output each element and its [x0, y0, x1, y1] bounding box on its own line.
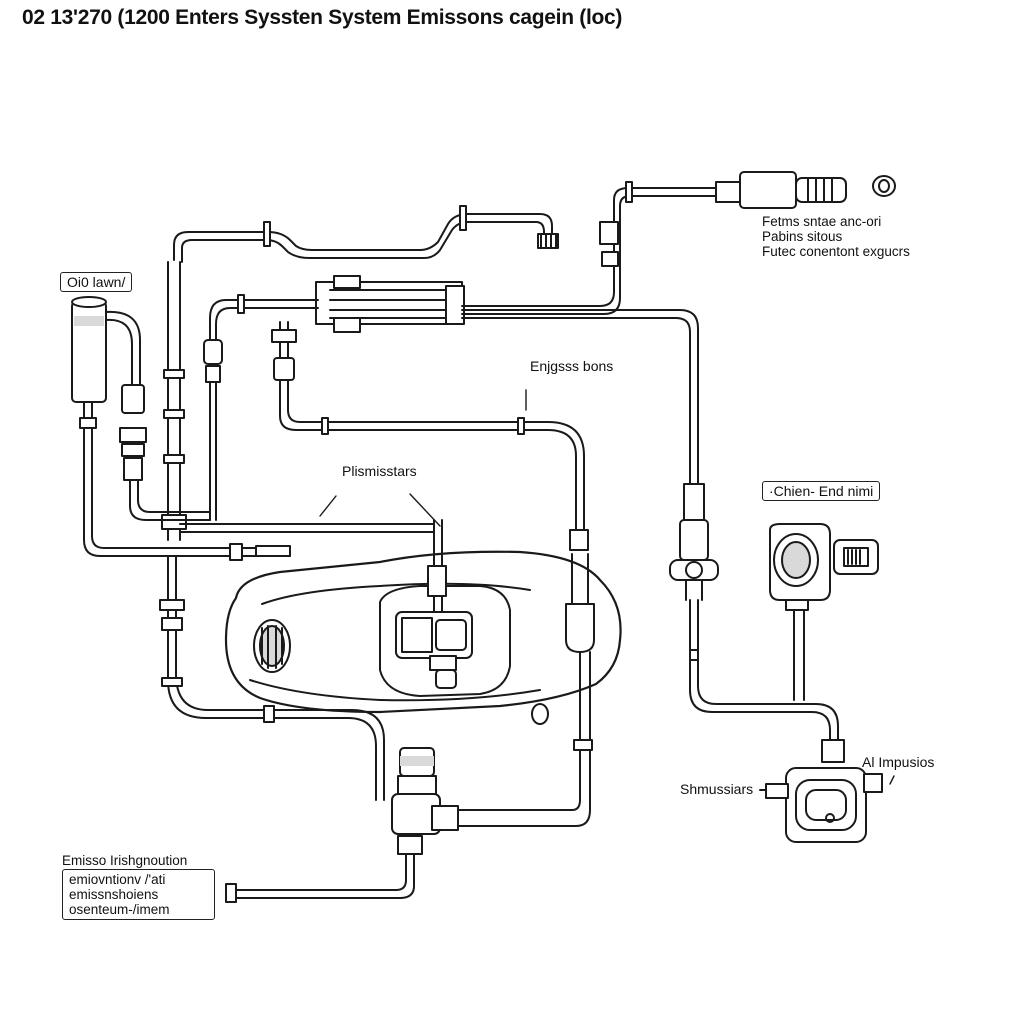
bottom-note-line-1: Emisso Irishgnoution	[62, 853, 188, 868]
label-al-impusios: Al Impusios	[862, 754, 935, 770]
label-shmussiars: Shmussiars	[680, 781, 754, 797]
left-tubes	[119, 261, 301, 541]
bottom-right-sensor	[759, 767, 883, 843]
top-hose	[173, 205, 559, 263]
label-plismissta: Plismisstars	[342, 463, 417, 479]
mid-connectors	[159, 523, 435, 801]
right-valve	[669, 483, 845, 763]
bottom-note-line-3: emissnshoiens	[69, 887, 159, 902]
top-right-sensor	[715, 171, 896, 209]
note-line-3: Futec conentont exgucrs	[762, 244, 910, 259]
purge-valve	[271, 181, 721, 551]
note-line-1: Fetms sntae anc-ori	[762, 214, 882, 229]
bottom-note-line-2: emiovntionv /'ati	[69, 872, 166, 887]
label-chien-end-box: ·Chien- End nimi	[762, 481, 881, 501]
bottom-note-line-4: osenteum-/imem	[69, 902, 170, 917]
chien-end-unit	[769, 523, 879, 701]
label-bottom-left: Emisso Irishgnoution emiovntionv /'ati e…	[62, 853, 215, 920]
note-line-2: Pabins sitous	[762, 229, 843, 244]
label-top-right-notes: Fetms sntae anc-ori Pabins sitous Futec …	[762, 214, 910, 259]
charcoal-canister	[71, 296, 165, 557]
label-top-left-box: Oi0 lawn/	[60, 272, 133, 292]
page-title: 02 13'270 (1200 Enters Syssten System Em…	[22, 6, 623, 29]
label-engyss: Enjgsss bons	[530, 358, 614, 374]
leader-lines	[319, 389, 895, 785]
bottom-valve	[225, 651, 593, 903]
fuel-tank	[224, 519, 622, 725]
bottom-note-box: emiovntionv /'ati emissnshoiens osenteum…	[62, 869, 215, 920]
